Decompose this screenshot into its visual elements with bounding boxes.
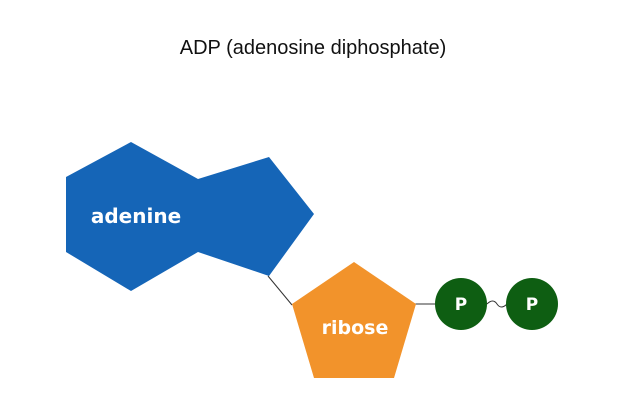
phosphate-group-2: P bbox=[506, 278, 558, 330]
phosphate-label-1: P bbox=[455, 295, 467, 315]
phosphoanhydride-bond bbox=[486, 300, 508, 308]
phosphate-group-1: P bbox=[435, 278, 487, 330]
phosphate-circle-1 bbox=[435, 278, 487, 330]
adenine-shape bbox=[66, 142, 314, 291]
adenine-ribose-bond bbox=[267, 275, 293, 306]
adenine-label: adenine bbox=[91, 204, 181, 228]
phosphate-label-2: P bbox=[526, 295, 538, 315]
phosphate-circle-2 bbox=[506, 278, 558, 330]
adenine-group: adenine bbox=[66, 142, 314, 291]
diagram-title: ADP (adenosine diphosphate) bbox=[180, 37, 446, 59]
ribose-label: ribose bbox=[322, 317, 389, 339]
ribose-shape bbox=[292, 262, 416, 378]
ribose-group: ribose bbox=[292, 262, 416, 378]
